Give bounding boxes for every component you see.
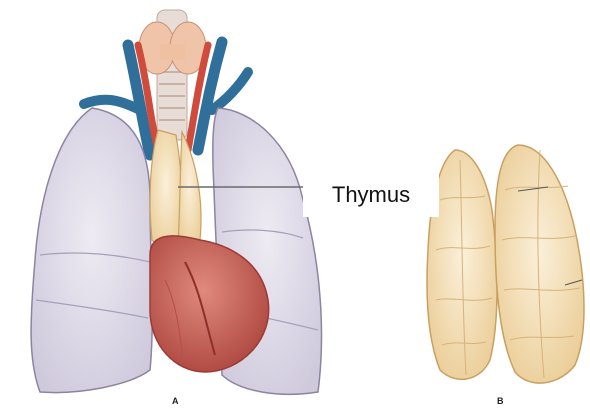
panel-label-b: B [497,396,504,406]
panel-label-a: A [172,396,179,406]
thymus-label: Thymus [303,173,439,217]
thymus-isolated [427,145,584,383]
left-lung [31,108,152,393]
